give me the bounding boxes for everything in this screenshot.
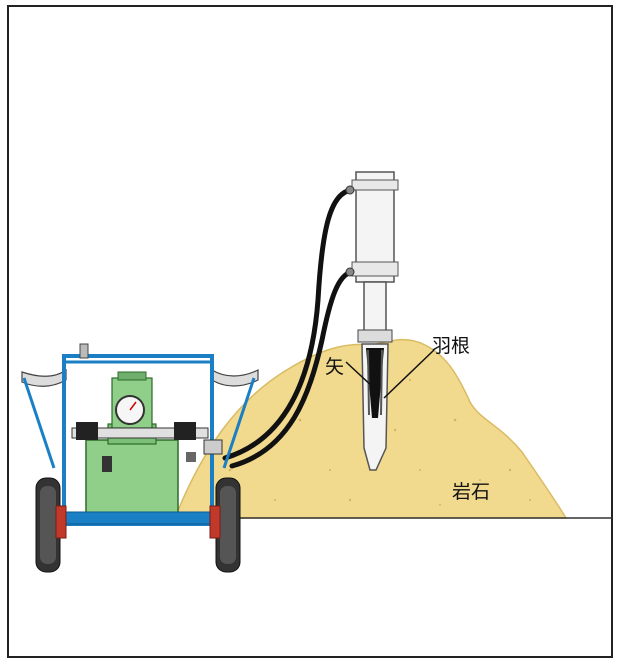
hydraulic-hoses: [222, 187, 355, 469]
hose-lower: [229, 269, 355, 469]
cylinder-rod: [363, 281, 387, 335]
label-haneko: 羽根: [432, 335, 470, 357]
cylinder-collar: [351, 179, 399, 191]
cart-base: [59, 511, 217, 525]
power-switch: [102, 456, 112, 472]
cart-handle-knob: [79, 343, 89, 359]
manifold-block-left: [76, 422, 98, 440]
label-ganseki: 岩石: [452, 481, 490, 503]
leader-haneko: [383, 349, 435, 399]
power-unit-cap: [117, 371, 147, 381]
hose-upper: [222, 187, 355, 461]
leader-ya: [345, 361, 375, 389]
hose-fitting-lower: [345, 267, 355, 277]
wheel-right: [209, 477, 241, 573]
manifold-bar: [71, 427, 209, 439]
manifold-block-right: [174, 422, 196, 440]
indicator-plate: [186, 452, 196, 462]
hose-fitting-upper: [345, 185, 355, 195]
cylinder-collar-lower: [351, 261, 399, 277]
rod-clamp: [357, 329, 393, 343]
label-ya: 矢: [325, 356, 344, 378]
pump-cart: [21, 343, 259, 573]
wedge-ya: [366, 348, 384, 418]
cart-wing-right: [211, 368, 259, 387]
splitter-cylinder: [345, 171, 399, 471]
power-unit-body: [85, 439, 179, 521]
gauge-needle: [129, 401, 137, 411]
outlet-fitting: [203, 439, 223, 455]
feather-right: [380, 349, 383, 416]
cart-strut-left: [22, 377, 56, 469]
diagram-border: [7, 5, 613, 658]
cart-strut-right: [222, 377, 256, 469]
wheel-left: [35, 477, 67, 573]
